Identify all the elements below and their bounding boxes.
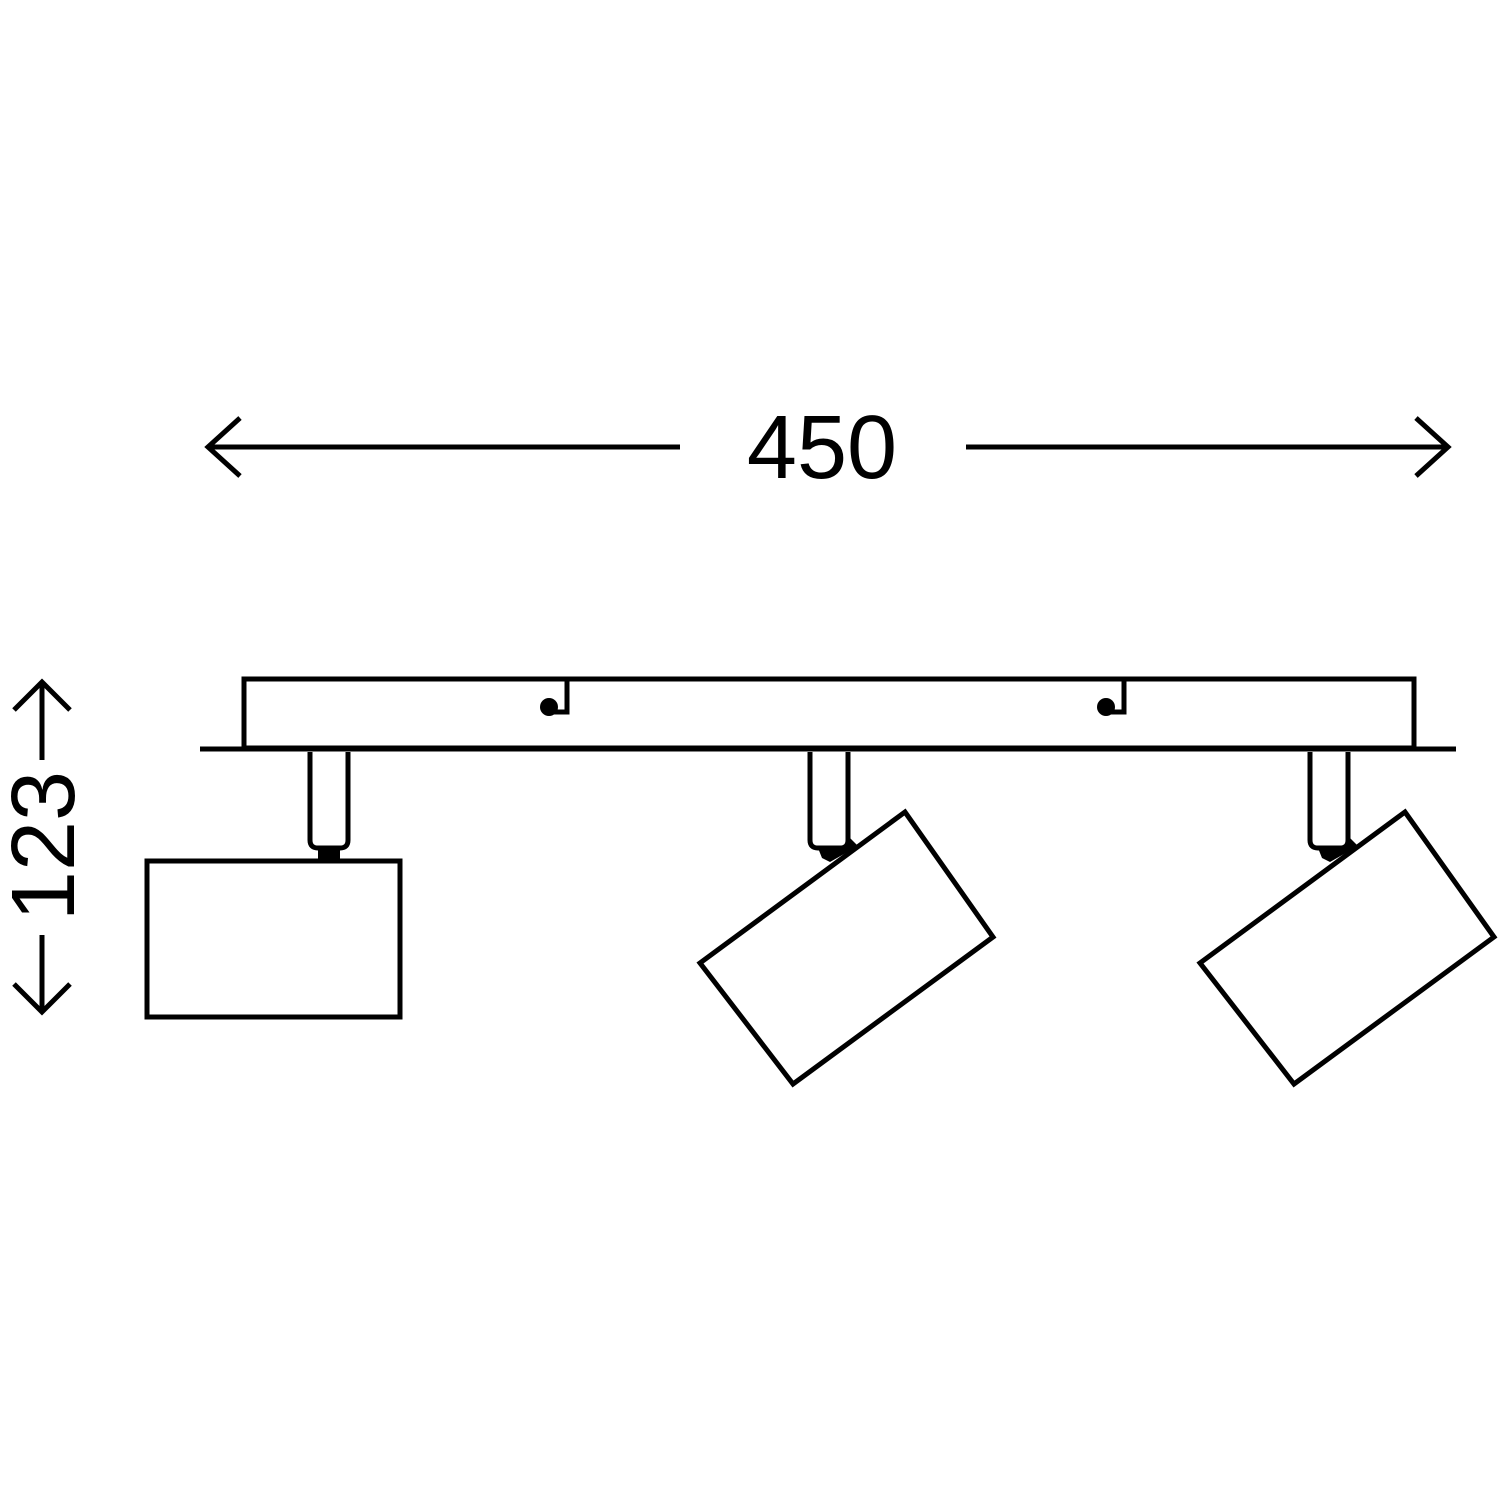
arrow-left-icon — [204, 416, 242, 478]
width-label: 450 — [747, 398, 897, 498]
height-dimension: 123 — [0, 678, 94, 1016]
screw-icon — [1097, 680, 1127, 716]
spotlight-stem — [1307, 752, 1351, 851]
arrow-down-icon — [12, 982, 72, 1016]
spotlight-joint — [318, 848, 340, 861]
width-dimension: 450 — [204, 398, 1452, 498]
canopy-plate — [241, 676, 1417, 751]
spotlight-left — [144, 752, 403, 1020]
spotlight-right — [1196, 752, 1498, 1088]
spotlight-head — [1196, 808, 1498, 1088]
spotlight-middle — [696, 752, 997, 1088]
screw-icon — [540, 680, 570, 716]
spotlight-stem — [307, 752, 351, 851]
spotlight-joint — [818, 838, 858, 862]
spotlight-joint — [1318, 838, 1358, 862]
height-label: 123 — [0, 771, 94, 921]
arrow-right-icon — [1414, 416, 1452, 478]
spotlight-head — [144, 858, 403, 1020]
arrow-up-icon — [12, 678, 72, 712]
spotlight-stem — [807, 752, 851, 851]
spotlight-head — [696, 808, 997, 1088]
canopy — [200, 676, 1456, 752]
